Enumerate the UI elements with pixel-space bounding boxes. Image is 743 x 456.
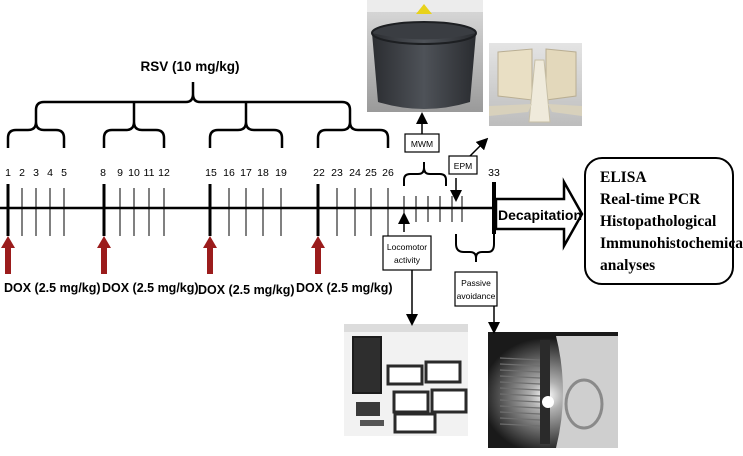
day-label: 1	[5, 167, 11, 179]
day-label: 8	[100, 167, 106, 179]
rsv-label: RSV (10 mg/kg)	[140, 59, 239, 74]
dose-arrow-icon	[311, 236, 325, 274]
dox-label: DOX (2.5 mg/kg)	[296, 281, 393, 295]
day-label: 12	[158, 167, 170, 179]
dose-arrow-icon	[1, 236, 15, 274]
analysis-item: Histopathological	[600, 213, 717, 230]
day-label: 19	[275, 167, 287, 179]
decapitation-label: Decapitation	[498, 207, 582, 223]
passive-label-line1: Passive	[461, 278, 491, 288]
mwm-label: MWM	[411, 139, 433, 149]
mwm-bracket	[403, 162, 447, 186]
locomotor-photo	[344, 324, 468, 436]
analysis-item: ELISA	[600, 169, 647, 186]
day-label: 22	[313, 167, 325, 179]
day-ticks	[6, 182, 496, 236]
epm-photo	[489, 43, 582, 126]
passive-label-line2: avoidance	[457, 291, 496, 301]
day-label: 3	[33, 167, 39, 179]
day-label: 15	[205, 167, 217, 179]
day-label: 11	[144, 167, 155, 179]
day-label: 17	[240, 167, 252, 179]
day-label: 2	[19, 167, 25, 179]
decapitation-arrow-icon	[494, 177, 584, 251]
dox-labels: DOX (2.5 mg/kg) DOX (2.5 mg/kg) DOX (2.5…	[4, 281, 393, 297]
dox-label: DOX (2.5 mg/kg)	[4, 281, 101, 295]
locomotor-label-line1: Locomotor	[387, 242, 427, 252]
dose-arrow-icon	[203, 236, 217, 274]
locomotor-label-line2: activity	[394, 255, 421, 265]
epm-box	[448, 155, 478, 175]
dox-label: DOX (2.5 mg/kg)	[102, 281, 199, 295]
day-label: 9	[117, 167, 123, 179]
day-label-final: 33	[488, 167, 500, 179]
day-label: 25	[365, 167, 377, 179]
rsv-bracket	[34, 82, 352, 116]
day-label: 26	[382, 167, 394, 179]
analyses-box: ELISA Real-time PCR Histopathological Im…	[584, 157, 743, 285]
day-labels: 1 2 3 4 5 8 9 10 11 12 15 16 17 18 19 22…	[5, 167, 500, 179]
locomotor-box	[382, 235, 432, 271]
day-label: 24	[349, 167, 361, 179]
analysis-item: analyses	[600, 257, 656, 274]
epm-arrow-icon	[469, 137, 489, 157]
day-label: 18	[257, 167, 269, 179]
analysis-item: Real-time PCR	[600, 191, 701, 208]
passive-bracket	[455, 234, 495, 262]
dose-arrow-icon	[97, 236, 111, 274]
passive-box	[454, 271, 498, 307]
dox-label: DOX (2.5 mg/kg)	[198, 283, 295, 297]
passive-avoidance-photo	[488, 332, 618, 448]
day-label: 5	[61, 167, 67, 179]
week-brackets	[6, 116, 390, 148]
epm-label: EPM	[454, 161, 472, 171]
day-label: 10	[128, 167, 140, 179]
day-label: 4	[47, 167, 53, 179]
day-label: 23	[331, 167, 343, 179]
analysis-item: Immunohistochemical	[600, 235, 743, 252]
day-label: 16	[223, 167, 235, 179]
dox-dose-arrows	[1, 236, 325, 274]
mwm-photo	[367, 0, 483, 112]
